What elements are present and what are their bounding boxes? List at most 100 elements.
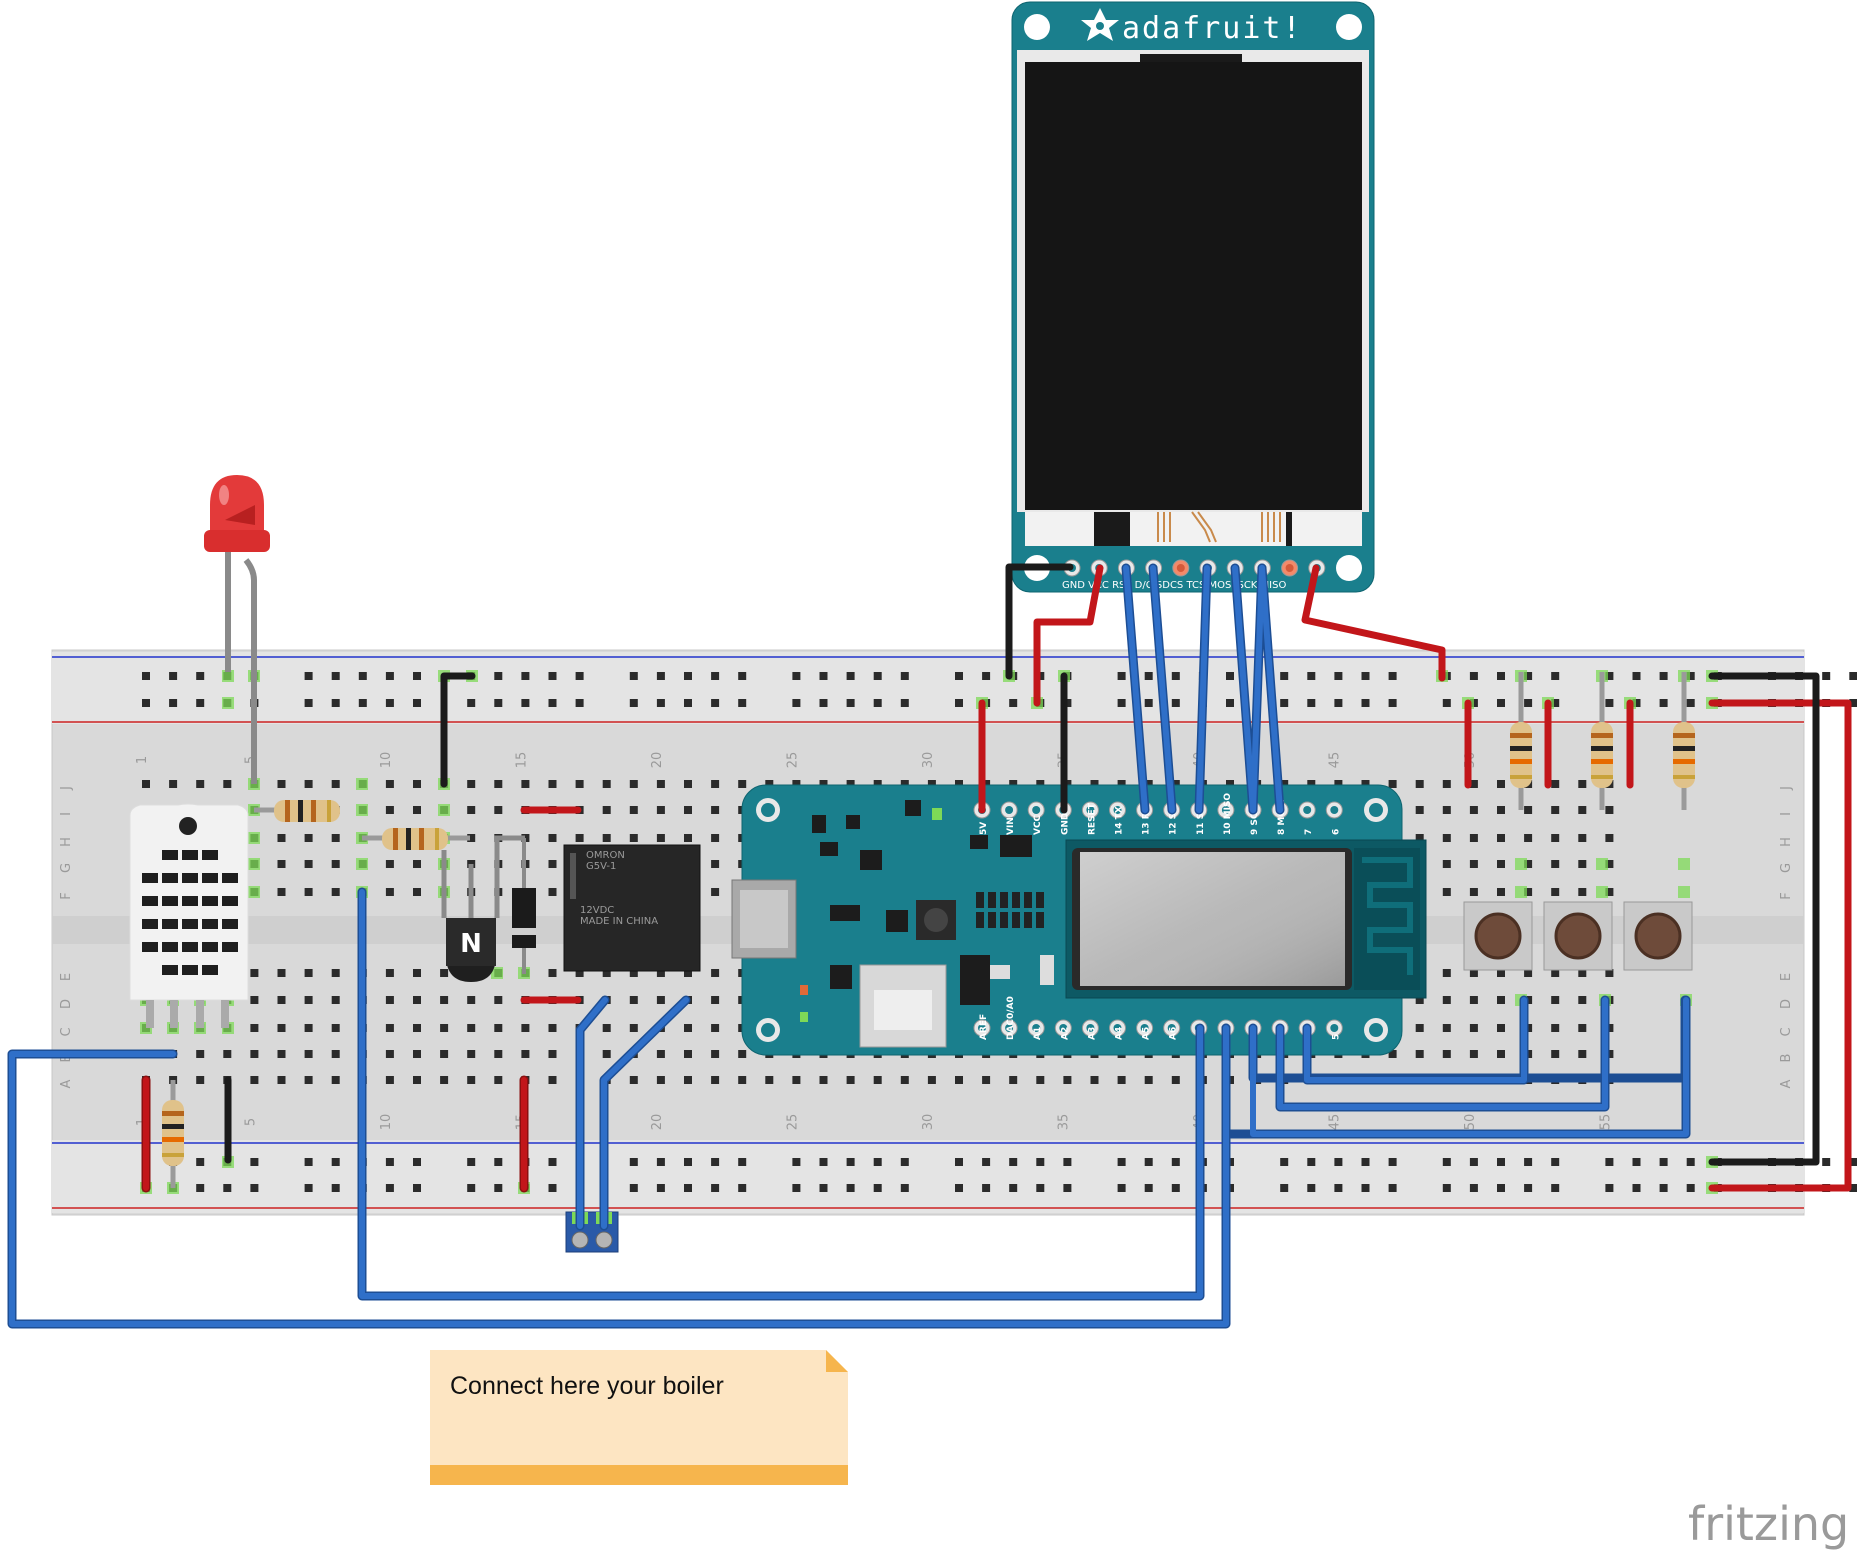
breadboard-hole — [1171, 780, 1180, 788]
breadboard-hole — [792, 1076, 801, 1084]
rail-hole — [900, 699, 909, 707]
breadboard-hole — [413, 1024, 421, 1032]
rail-hole — [1307, 699, 1316, 707]
breadboard-hole — [684, 780, 692, 788]
rail-hole — [1307, 1184, 1316, 1192]
breadboard-hole — [1090, 1076, 1099, 1084]
breadboard-hole — [846, 1076, 855, 1084]
pushbutton-2[interactable] — [1543, 901, 1613, 971]
breadboard-hole — [1497, 1024, 1505, 1032]
connected-hole — [222, 697, 234, 709]
rail-hole — [819, 699, 828, 707]
rail-hole — [1469, 1158, 1478, 1166]
column-number-bottom: 35 — [1056, 1114, 1071, 1131]
rail-hole — [684, 1184, 692, 1192]
rail-hole — [1361, 1158, 1370, 1166]
column-number-bottom: 10 — [379, 1114, 394, 1131]
mkr-pin-label: A5 — [1142, 1027, 1152, 1040]
breadboard-hole — [1036, 1076, 1045, 1084]
breadboard-hole — [331, 888, 340, 896]
breadboard-hole — [494, 780, 503, 788]
breadboard-hole — [1524, 969, 1533, 977]
rail-hole — [1117, 699, 1126, 707]
row-letter: E — [59, 973, 74, 981]
breadboard-hole — [277, 996, 286, 1004]
rail-hole — [1524, 1184, 1533, 1192]
breadboard-hole — [169, 780, 178, 788]
rail-hole — [738, 672, 747, 680]
relay-label-2: G5V-1 — [586, 861, 616, 872]
breadboard-hole — [629, 996, 638, 1004]
connected-hole — [248, 886, 260, 898]
breadboard-hole — [792, 780, 801, 788]
rail-hole — [846, 1158, 855, 1166]
rail-hole — [169, 699, 178, 707]
breadboard-hole — [1442, 996, 1451, 1004]
rail-hole — [575, 699, 584, 707]
rail-hole — [1605, 1158, 1614, 1166]
breadboard-hole — [1551, 780, 1560, 788]
breadboard-hole — [331, 1024, 340, 1032]
breadboard-hole — [1442, 834, 1451, 842]
fritzing-logo: fritzing — [1688, 1497, 1849, 1551]
breadboard-hole — [277, 1024, 286, 1032]
breadboard-hole — [1469, 1024, 1478, 1032]
breadboard-hole — [494, 806, 503, 814]
rail-hole — [413, 1184, 421, 1192]
rail-hole — [413, 1158, 421, 1166]
breadboard-hole — [656, 806, 665, 814]
breadboard-hole — [927, 780, 936, 788]
rail-hole — [575, 672, 584, 680]
rail-hole — [1334, 672, 1343, 680]
rail-hole — [629, 672, 638, 680]
row-letter: A — [59, 1079, 74, 1088]
breadboard-hole — [1551, 1050, 1560, 1058]
row-letter: C — [59, 1027, 74, 1036]
rail-hole — [413, 699, 421, 707]
bottom-power-rail — [52, 1140, 1804, 1213]
breadboard-hole — [1497, 888, 1505, 896]
rail-hole — [738, 1184, 747, 1192]
rail-hole — [548, 672, 557, 680]
wire-red-10 — [1708, 699, 1852, 1192]
dht22-sensor — [129, 803, 249, 1028]
rail-hole — [413, 672, 421, 680]
rail-hole — [1280, 699, 1289, 707]
breadboard-hole — [684, 1050, 692, 1058]
rail-hole — [1226, 672, 1234, 680]
rail-hole — [1551, 1184, 1560, 1192]
rail-hole — [1497, 699, 1505, 707]
wires — [7, 563, 1852, 1329]
breadboard-hole — [440, 996, 449, 1004]
rail-hole — [1226, 699, 1234, 707]
connected-hole — [1515, 886, 1527, 898]
column-number-bottom: 20 — [650, 1114, 665, 1131]
breadboard-hole — [873, 1076, 882, 1084]
dht22-vent — [182, 896, 198, 906]
breadboard-hole — [1009, 1076, 1018, 1084]
breadboard-hole — [1469, 1050, 1478, 1058]
breadboard-hole — [738, 1050, 747, 1058]
rail-hole — [385, 699, 394, 707]
dht22-vent — [182, 942, 198, 952]
mkr-pin-label: 6 — [1331, 829, 1341, 835]
pushbutton-1[interactable] — [1463, 901, 1533, 971]
breadboard-hole — [1497, 860, 1505, 868]
breadboard-hole — [304, 780, 313, 788]
dht22-vent — [142, 896, 158, 906]
breadboard-hole — [1551, 860, 1560, 868]
wire-blue-tft-5 — [1259, 565, 1283, 813]
rail-hole — [1659, 699, 1668, 707]
breadboard-hole — [548, 888, 557, 896]
breadboard-hole — [1605, 888, 1614, 896]
breadboard-hole — [1578, 780, 1587, 788]
breadboard-hole — [413, 1076, 421, 1084]
pushbutton-3[interactable] — [1623, 901, 1693, 971]
row-letter: E — [1779, 973, 1794, 981]
column-number-top: 15 — [514, 752, 529, 769]
breadboard-hole — [304, 1050, 313, 1058]
mkr-pin-label: RESET — [1087, 802, 1097, 835]
wire-blue-button-2 — [1277, 997, 1608, 1110]
wire-blue-tft-4 — [1232, 565, 1256, 813]
breadboard-hole — [467, 834, 476, 842]
